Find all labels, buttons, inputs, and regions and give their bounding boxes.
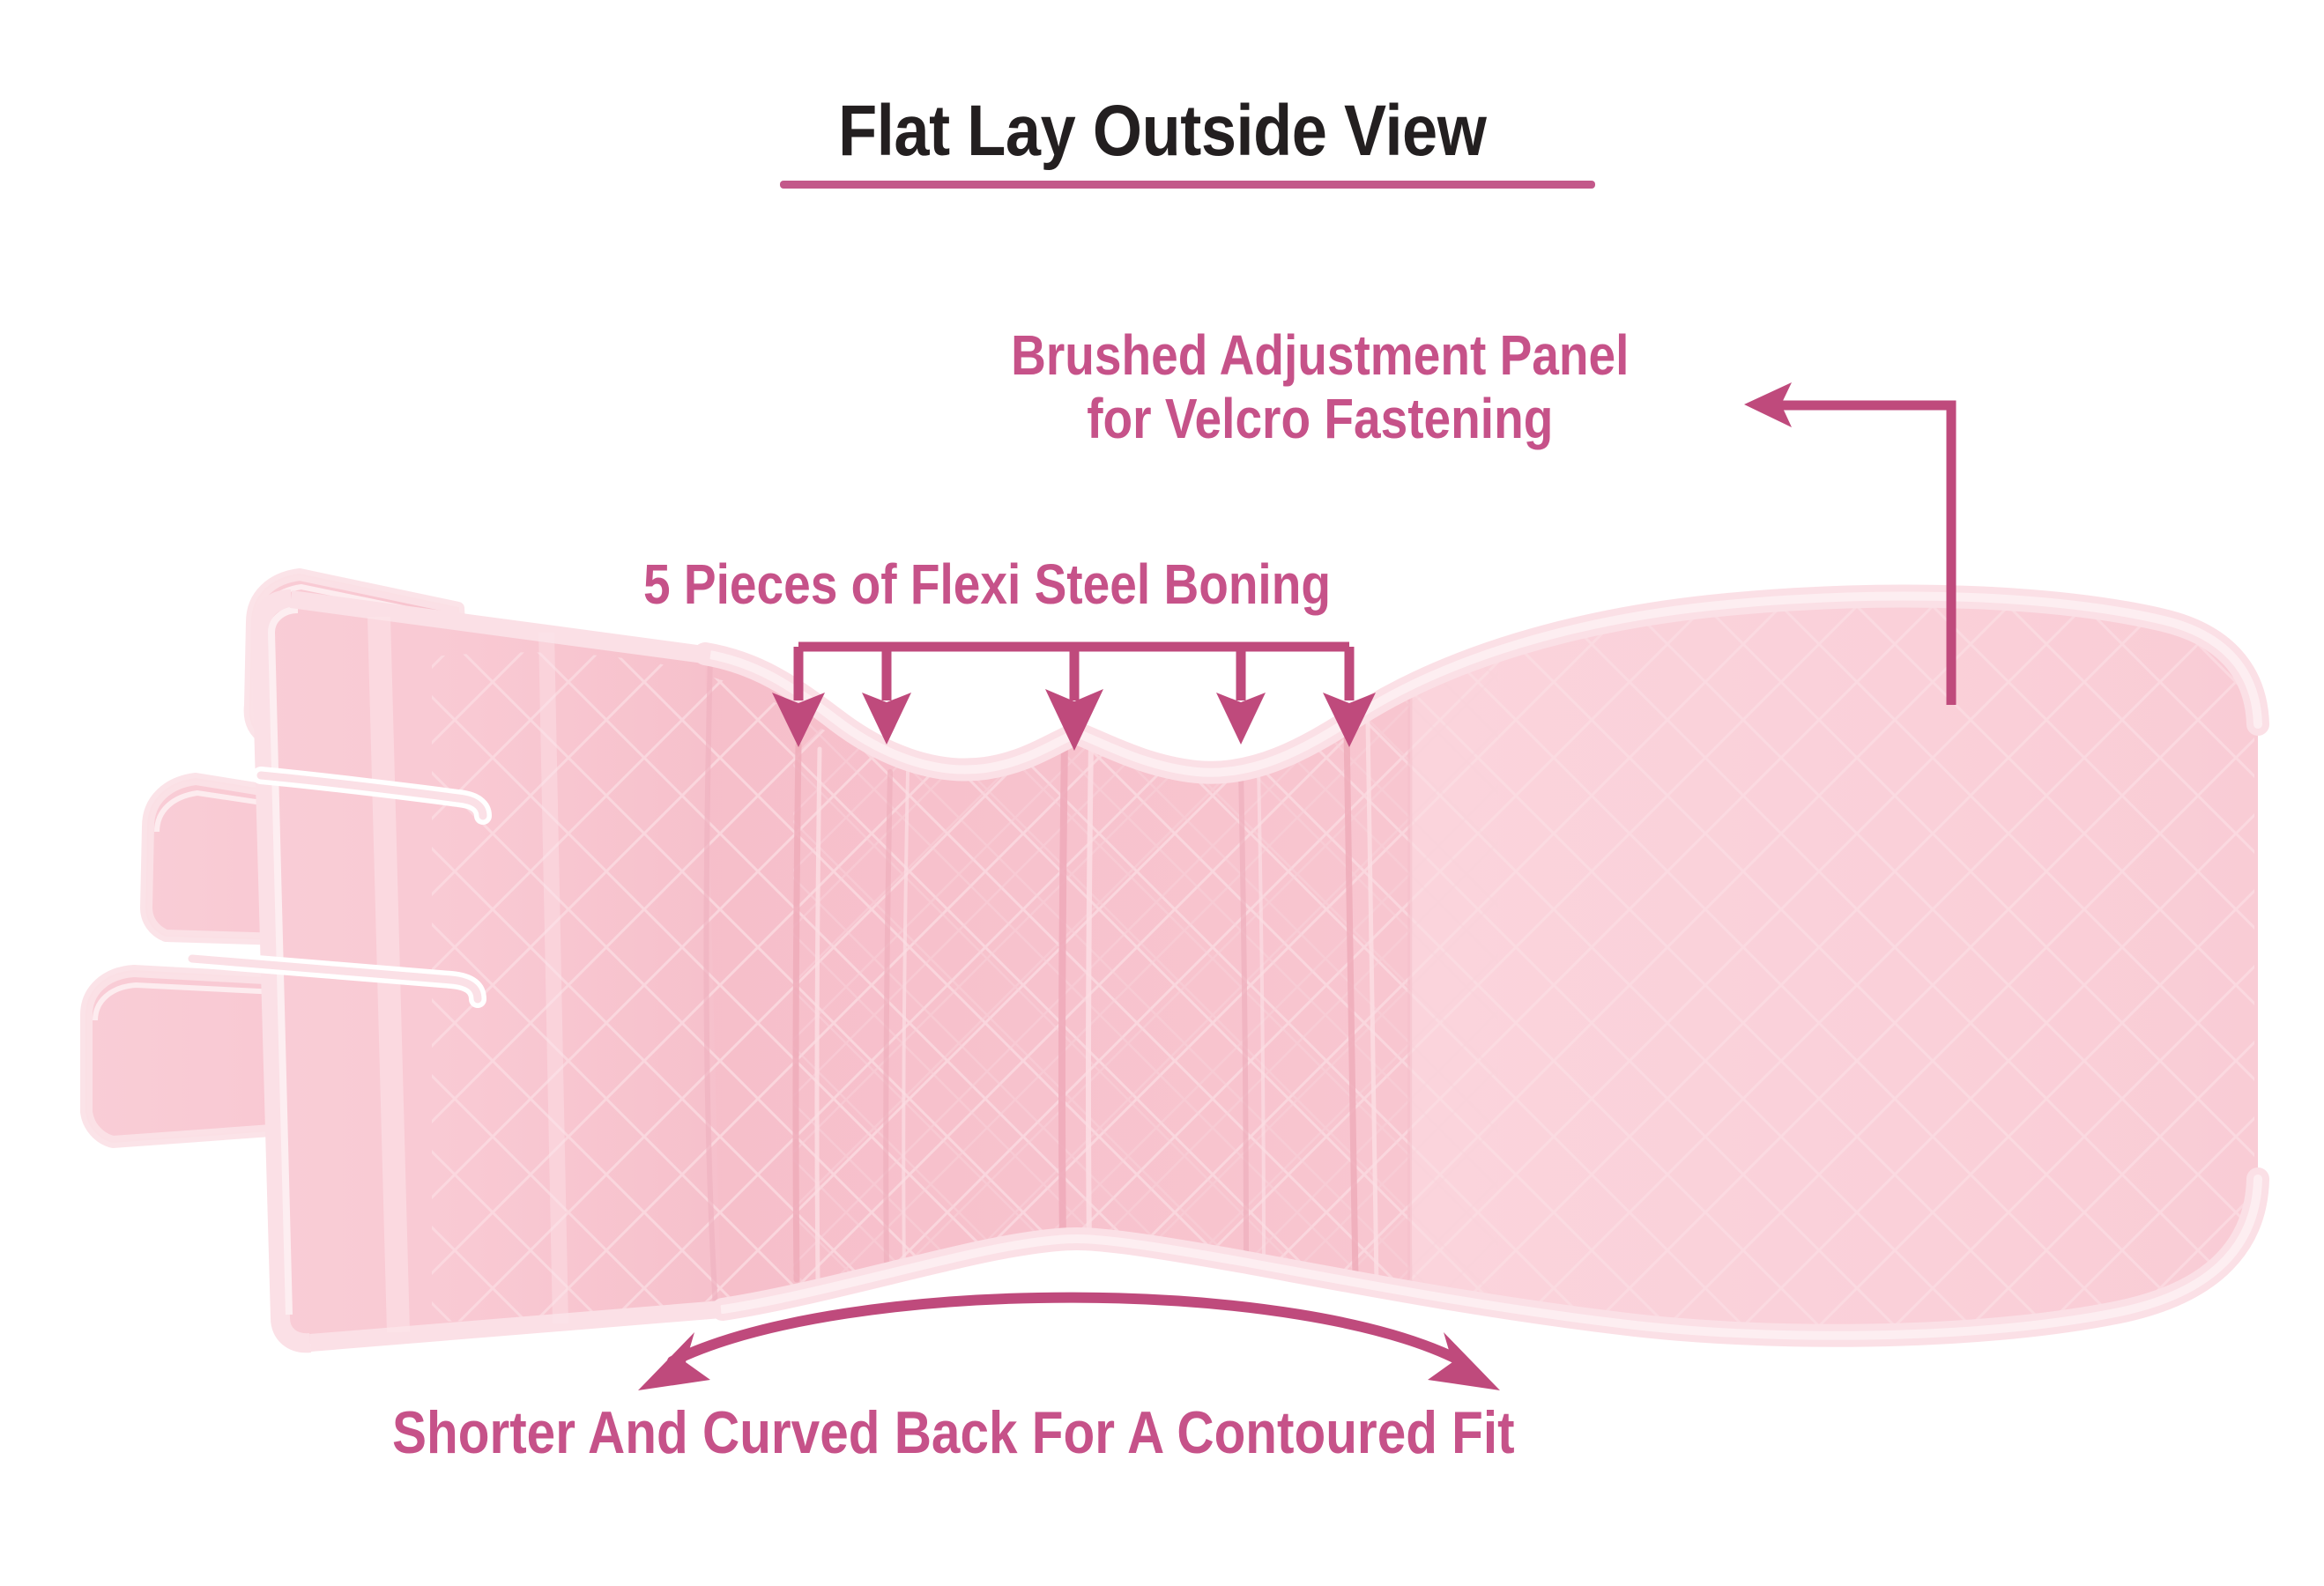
title-block: Flat Lay Outside View xyxy=(0,95,2324,167)
boning-channels xyxy=(792,720,1379,1286)
annotation-brushed-panel-line1: Brushed Adjustment Panel xyxy=(1011,323,1630,387)
annotation-boning: 5 Pieces of Flexi Steel Boning xyxy=(643,552,1331,616)
annotation-brushed-panel-line2: for Velcro Fastening xyxy=(1087,386,1554,450)
annotation-brushed-panel: Brushed Adjustment Panel for Velcro Fast… xyxy=(1011,323,1630,450)
page-title: Flat Lay Outside View xyxy=(837,91,1487,171)
left-tab-slits xyxy=(183,767,492,1008)
band-body xyxy=(251,584,2269,1353)
title-underline xyxy=(780,181,1595,189)
annotation-contoured-back: Shorter And Curved Back For A Contoured … xyxy=(392,1399,1515,1466)
